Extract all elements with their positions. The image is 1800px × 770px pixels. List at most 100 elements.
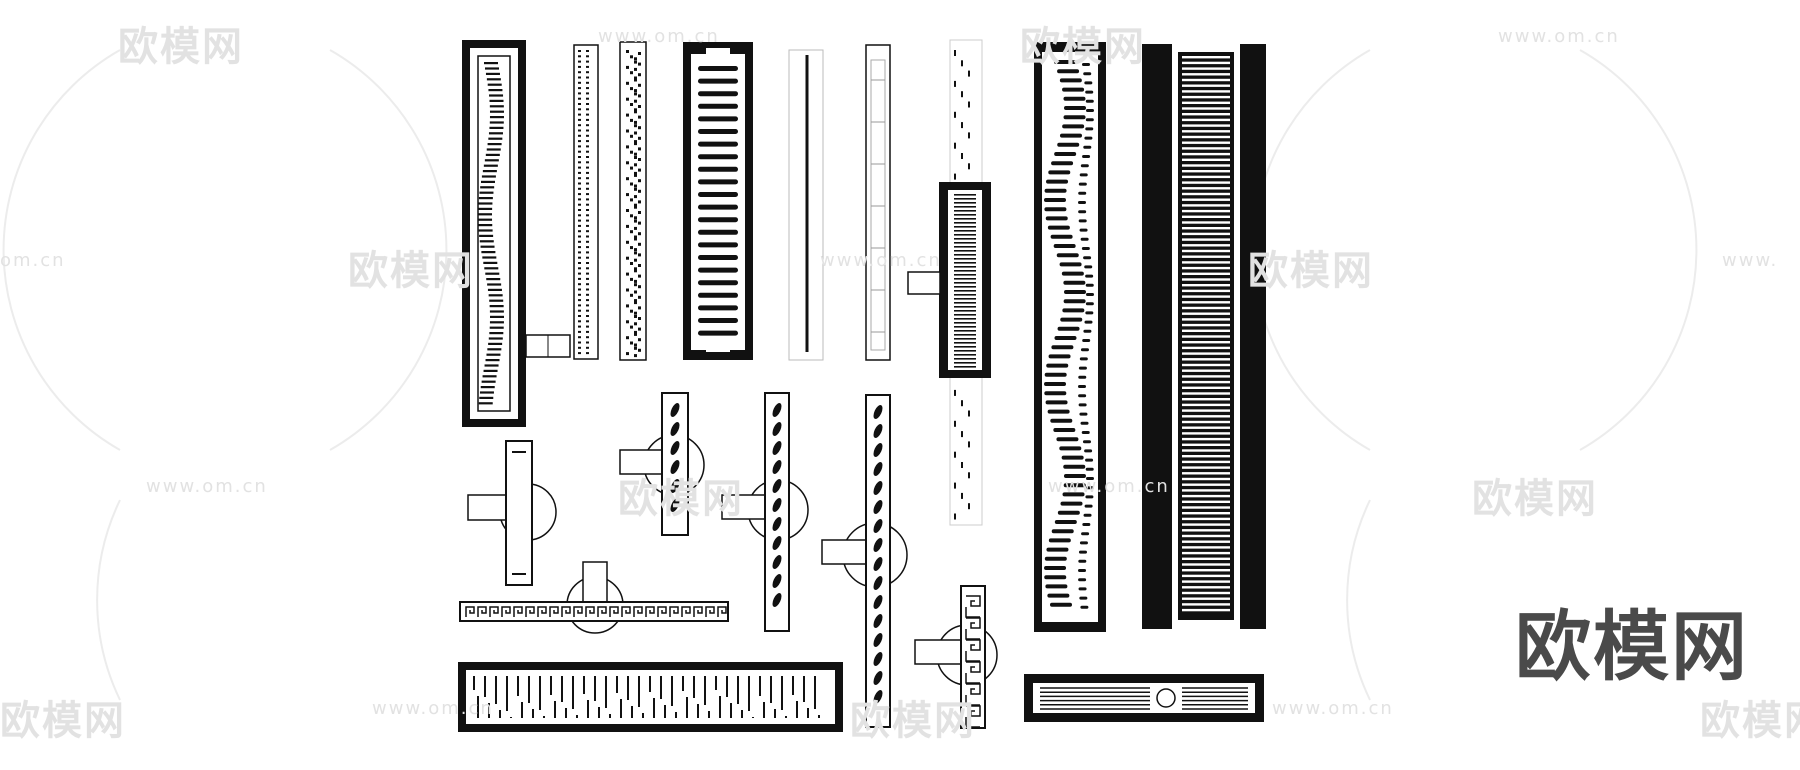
slot xyxy=(954,266,976,268)
slot xyxy=(489,105,504,108)
slot xyxy=(1182,443,1230,446)
perforation xyxy=(630,214,633,218)
slot xyxy=(698,154,738,160)
perforation xyxy=(578,113,581,116)
perforation xyxy=(634,195,637,199)
perforation xyxy=(586,320,589,323)
slot xyxy=(1182,78,1230,82)
slot xyxy=(698,280,738,286)
slot xyxy=(1182,141,1230,144)
slot xyxy=(484,267,499,270)
perforation xyxy=(638,232,641,236)
slot xyxy=(478,202,493,205)
slot xyxy=(1182,95,1230,99)
perforation xyxy=(626,288,629,292)
perforation xyxy=(630,341,633,345)
slot xyxy=(1182,170,1230,173)
notch xyxy=(961,60,963,67)
slot xyxy=(482,375,497,378)
perforation xyxy=(578,293,581,296)
slot xyxy=(1182,432,1230,435)
swirl-slot xyxy=(873,576,883,590)
perforation xyxy=(578,246,581,249)
slot xyxy=(1044,198,1067,202)
slot xyxy=(698,78,738,84)
slot xyxy=(484,62,498,65)
perforation xyxy=(634,248,637,252)
perforation xyxy=(578,267,581,270)
perforation xyxy=(586,71,589,74)
perforation xyxy=(634,67,637,71)
perforation xyxy=(578,156,581,158)
slot xyxy=(1182,135,1230,139)
swirl-slot xyxy=(772,403,782,417)
perforation xyxy=(578,209,581,211)
slot xyxy=(1182,569,1230,572)
slot xyxy=(1050,234,1073,239)
slot xyxy=(489,94,504,97)
slot xyxy=(1048,538,1071,543)
notch xyxy=(968,410,970,417)
drain-grate-6 xyxy=(907,39,991,526)
slot xyxy=(1182,61,1230,65)
perforation xyxy=(638,83,641,87)
perforation xyxy=(578,118,581,121)
drain-grate-2 xyxy=(573,41,647,361)
notch xyxy=(961,431,963,438)
perforation xyxy=(634,311,637,315)
slot xyxy=(1182,546,1230,549)
notch xyxy=(968,503,970,510)
perforation xyxy=(638,126,641,130)
slot xyxy=(1182,449,1230,452)
slot xyxy=(1078,569,1087,572)
slot xyxy=(1085,467,1094,471)
perforation xyxy=(586,277,589,280)
slot xyxy=(1054,60,1076,64)
slot xyxy=(1081,247,1090,250)
slot xyxy=(954,358,976,360)
perforation xyxy=(586,97,589,100)
perforation xyxy=(578,60,581,63)
slot xyxy=(489,116,504,119)
slot xyxy=(1182,175,1230,179)
perforation xyxy=(578,251,581,254)
swirl-slot xyxy=(772,593,782,607)
swirl-slot xyxy=(873,652,883,666)
slot xyxy=(1078,201,1087,204)
slot xyxy=(1062,87,1085,92)
swirl-slot xyxy=(772,460,782,474)
perforation xyxy=(638,115,641,119)
slot xyxy=(482,170,497,173)
perforation xyxy=(586,246,589,249)
perforation xyxy=(578,81,581,84)
slot xyxy=(478,197,493,200)
slot xyxy=(1046,179,1069,184)
perforation xyxy=(638,348,641,352)
swirl-slot xyxy=(873,633,883,647)
slot xyxy=(954,258,976,260)
perforation xyxy=(638,274,641,278)
drain-grate-14 xyxy=(459,561,729,634)
notch xyxy=(968,163,970,170)
slot xyxy=(1182,335,1230,338)
slot xyxy=(698,318,738,323)
slot xyxy=(1085,486,1094,490)
perforation xyxy=(626,129,629,133)
slot xyxy=(1182,409,1230,412)
perforation xyxy=(586,240,589,243)
perforation xyxy=(586,209,589,211)
swirl-slot xyxy=(772,555,782,569)
slot xyxy=(1182,272,1230,275)
perforation xyxy=(634,140,637,144)
slot xyxy=(1062,124,1085,129)
swirl-slot xyxy=(670,498,680,512)
slot xyxy=(954,206,976,208)
slot xyxy=(1078,403,1087,407)
slot xyxy=(1051,529,1074,534)
perforation xyxy=(578,182,581,185)
slot xyxy=(1182,215,1230,218)
slot xyxy=(1044,566,1067,570)
swirl-slot xyxy=(873,690,883,704)
perforation xyxy=(630,277,633,281)
slot xyxy=(487,288,502,291)
